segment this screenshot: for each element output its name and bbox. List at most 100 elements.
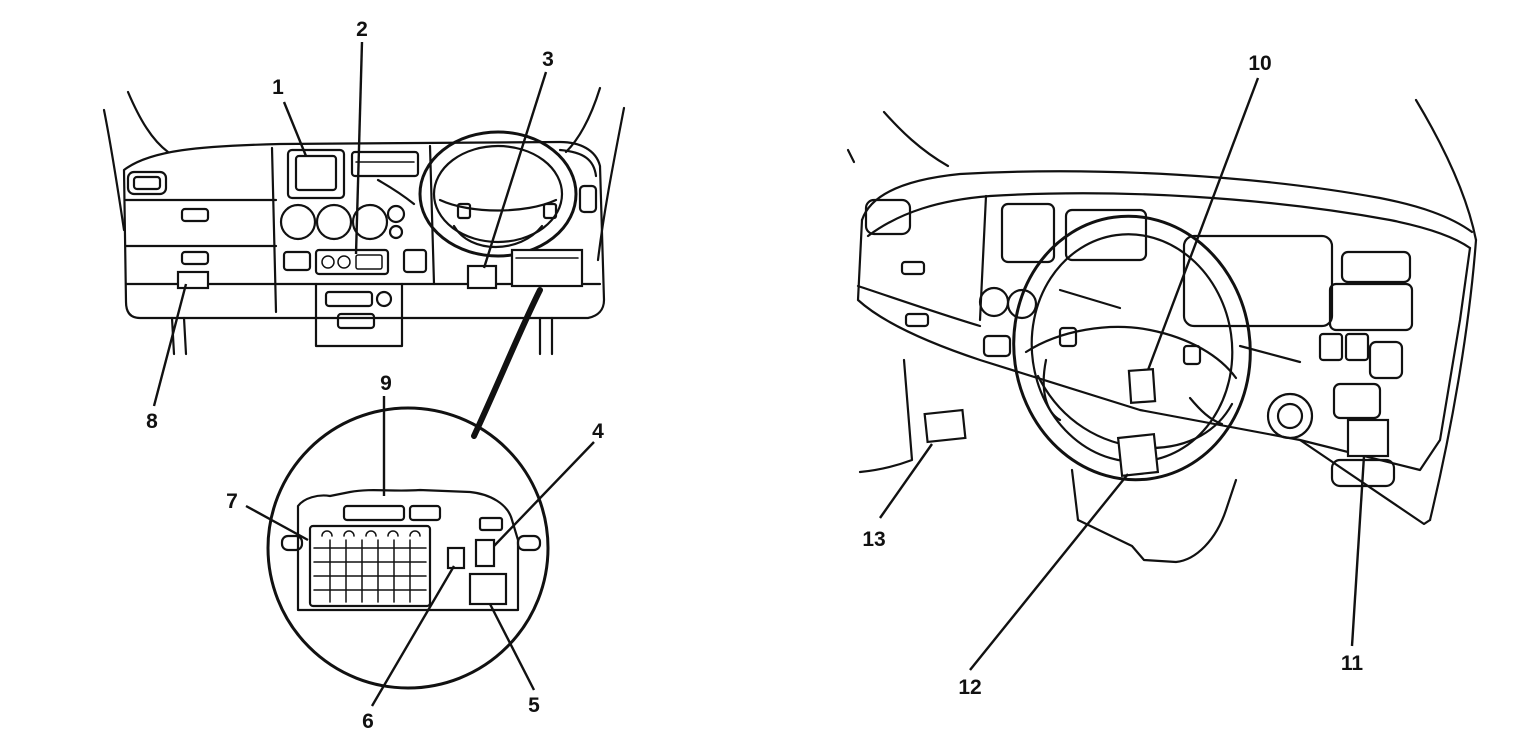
component-3-box [466, 264, 498, 290]
rv-glovebox-handle-upper [900, 260, 926, 276]
rv-dash-top [860, 170, 1474, 234]
switch-round-b [337, 255, 351, 269]
rv-ignition-ring [1266, 392, 1314, 440]
fuse-grid [308, 524, 432, 608]
switch-strip [314, 248, 390, 276]
callout-6: 6 [362, 710, 374, 733]
left-air-vent [126, 170, 168, 196]
rv-left-spoke [1042, 358, 1062, 422]
wheel-switch-left [456, 202, 472, 220]
hvac-knob-right [351, 203, 389, 241]
lower-console [314, 282, 404, 348]
rv-gauge-window-left [1000, 202, 1056, 264]
rv-knob-b [1006, 288, 1038, 320]
fuse-box-location [510, 248, 584, 288]
rv-wheel-switch-left [1058, 326, 1078, 348]
fuse-block-tab-left [280, 534, 304, 552]
fuse-grid-row-lines [313, 547, 427, 591]
leader-8 [152, 283, 188, 407]
rv-right-spoke [1188, 396, 1224, 426]
right-dashboard-view [846, 98, 1478, 564]
console-slot-lower [336, 312, 376, 330]
leader-7 [245, 504, 309, 542]
right-vent-curve [558, 148, 598, 178]
rv-wheel-switch-right [1182, 344, 1202, 366]
leg-line-b [182, 316, 188, 356]
glovebox-handle-upper [180, 207, 210, 223]
rv-ignition-center [1276, 402, 1304, 430]
leader-10 [1146, 77, 1260, 371]
wheel-switch-right [542, 202, 558, 220]
leader-13 [879, 443, 933, 519]
relay-strip-top [342, 504, 406, 522]
component-10-box [1127, 368, 1157, 404]
column-stalk [376, 178, 416, 206]
hvac-knob-left [279, 203, 317, 241]
upper-center-vent [350, 150, 420, 178]
fuse-box-detail-circle [266, 406, 550, 690]
steering-hub-bottom [452, 224, 544, 248]
rv-left-vent [864, 198, 912, 236]
rv-steering-wheel-rim [1012, 214, 1252, 482]
component-6-box [446, 546, 466, 570]
switch-round-a [321, 255, 335, 269]
leader-5 [488, 603, 536, 691]
relay-strip-top-small [408, 504, 442, 522]
rv-switch-lower [982, 334, 1012, 358]
leader-2 [354, 41, 364, 255]
left-windshield-edge [126, 90, 170, 154]
leader-4 [493, 441, 595, 547]
right-view-callouts: 10 11 12 13 [862, 52, 1363, 699]
switch-right-blank [402, 248, 428, 274]
steering-wheel-inner-rim [432, 144, 564, 244]
leader-11 [1350, 455, 1366, 647]
fuse-block-tab-right [516, 534, 542, 552]
leader-1 [282, 101, 308, 157]
callout-13: 13 [862, 528, 885, 551]
glovebox-handle-lower [180, 250, 210, 266]
component-8-box [176, 270, 210, 290]
left-a-pillar [102, 108, 126, 232]
switch-rect [355, 254, 383, 270]
component-12-box [1116, 433, 1160, 477]
dashboard-outline [122, 140, 606, 320]
leader-3 [482, 71, 548, 269]
center-panel-left-edge [270, 146, 278, 314]
rv-dash-top-inner [866, 192, 1472, 250]
rv-wiper-stalk [1238, 344, 1302, 364]
rv-switch-c [1368, 340, 1404, 380]
leader-6 [370, 565, 456, 707]
rv-column-stalk [1058, 288, 1122, 310]
fuse-grid-column-lines [329, 539, 411, 603]
callout-12: 12 [958, 676, 981, 699]
console-slot-upper [324, 290, 374, 308]
callout-1: 1 [272, 76, 284, 99]
center-panel-right-edge [428, 144, 436, 286]
left-view-leaders [152, 41, 595, 707]
center-display [286, 148, 346, 200]
leader-12 [969, 473, 1129, 671]
rv-switch-b [1344, 332, 1370, 362]
detail-connector [471, 287, 543, 439]
switch-left-blank [282, 250, 312, 272]
rv-right-vent [1328, 282, 1414, 332]
rv-lower-panel [1332, 382, 1382, 420]
right-windshield-edge [564, 86, 602, 154]
callout-2: 2 [356, 18, 368, 41]
callout-11: 11 [1341, 652, 1364, 675]
rv-a-pillar [1414, 98, 1478, 242]
rv-switch-a [1318, 332, 1344, 362]
small-knob-lower [388, 224, 404, 240]
rv-stray-mark [846, 148, 856, 164]
center-display-screen [294, 154, 338, 192]
left-air-vent-inner [132, 175, 162, 191]
right-air-vent [578, 184, 598, 214]
console-knob [375, 290, 393, 308]
fuse-block-outline [296, 488, 520, 612]
left-dashboard-view [102, 86, 626, 690]
hvac-knob-middle [315, 203, 353, 241]
component-13-box [923, 408, 967, 444]
relay-upper-right [478, 516, 504, 532]
